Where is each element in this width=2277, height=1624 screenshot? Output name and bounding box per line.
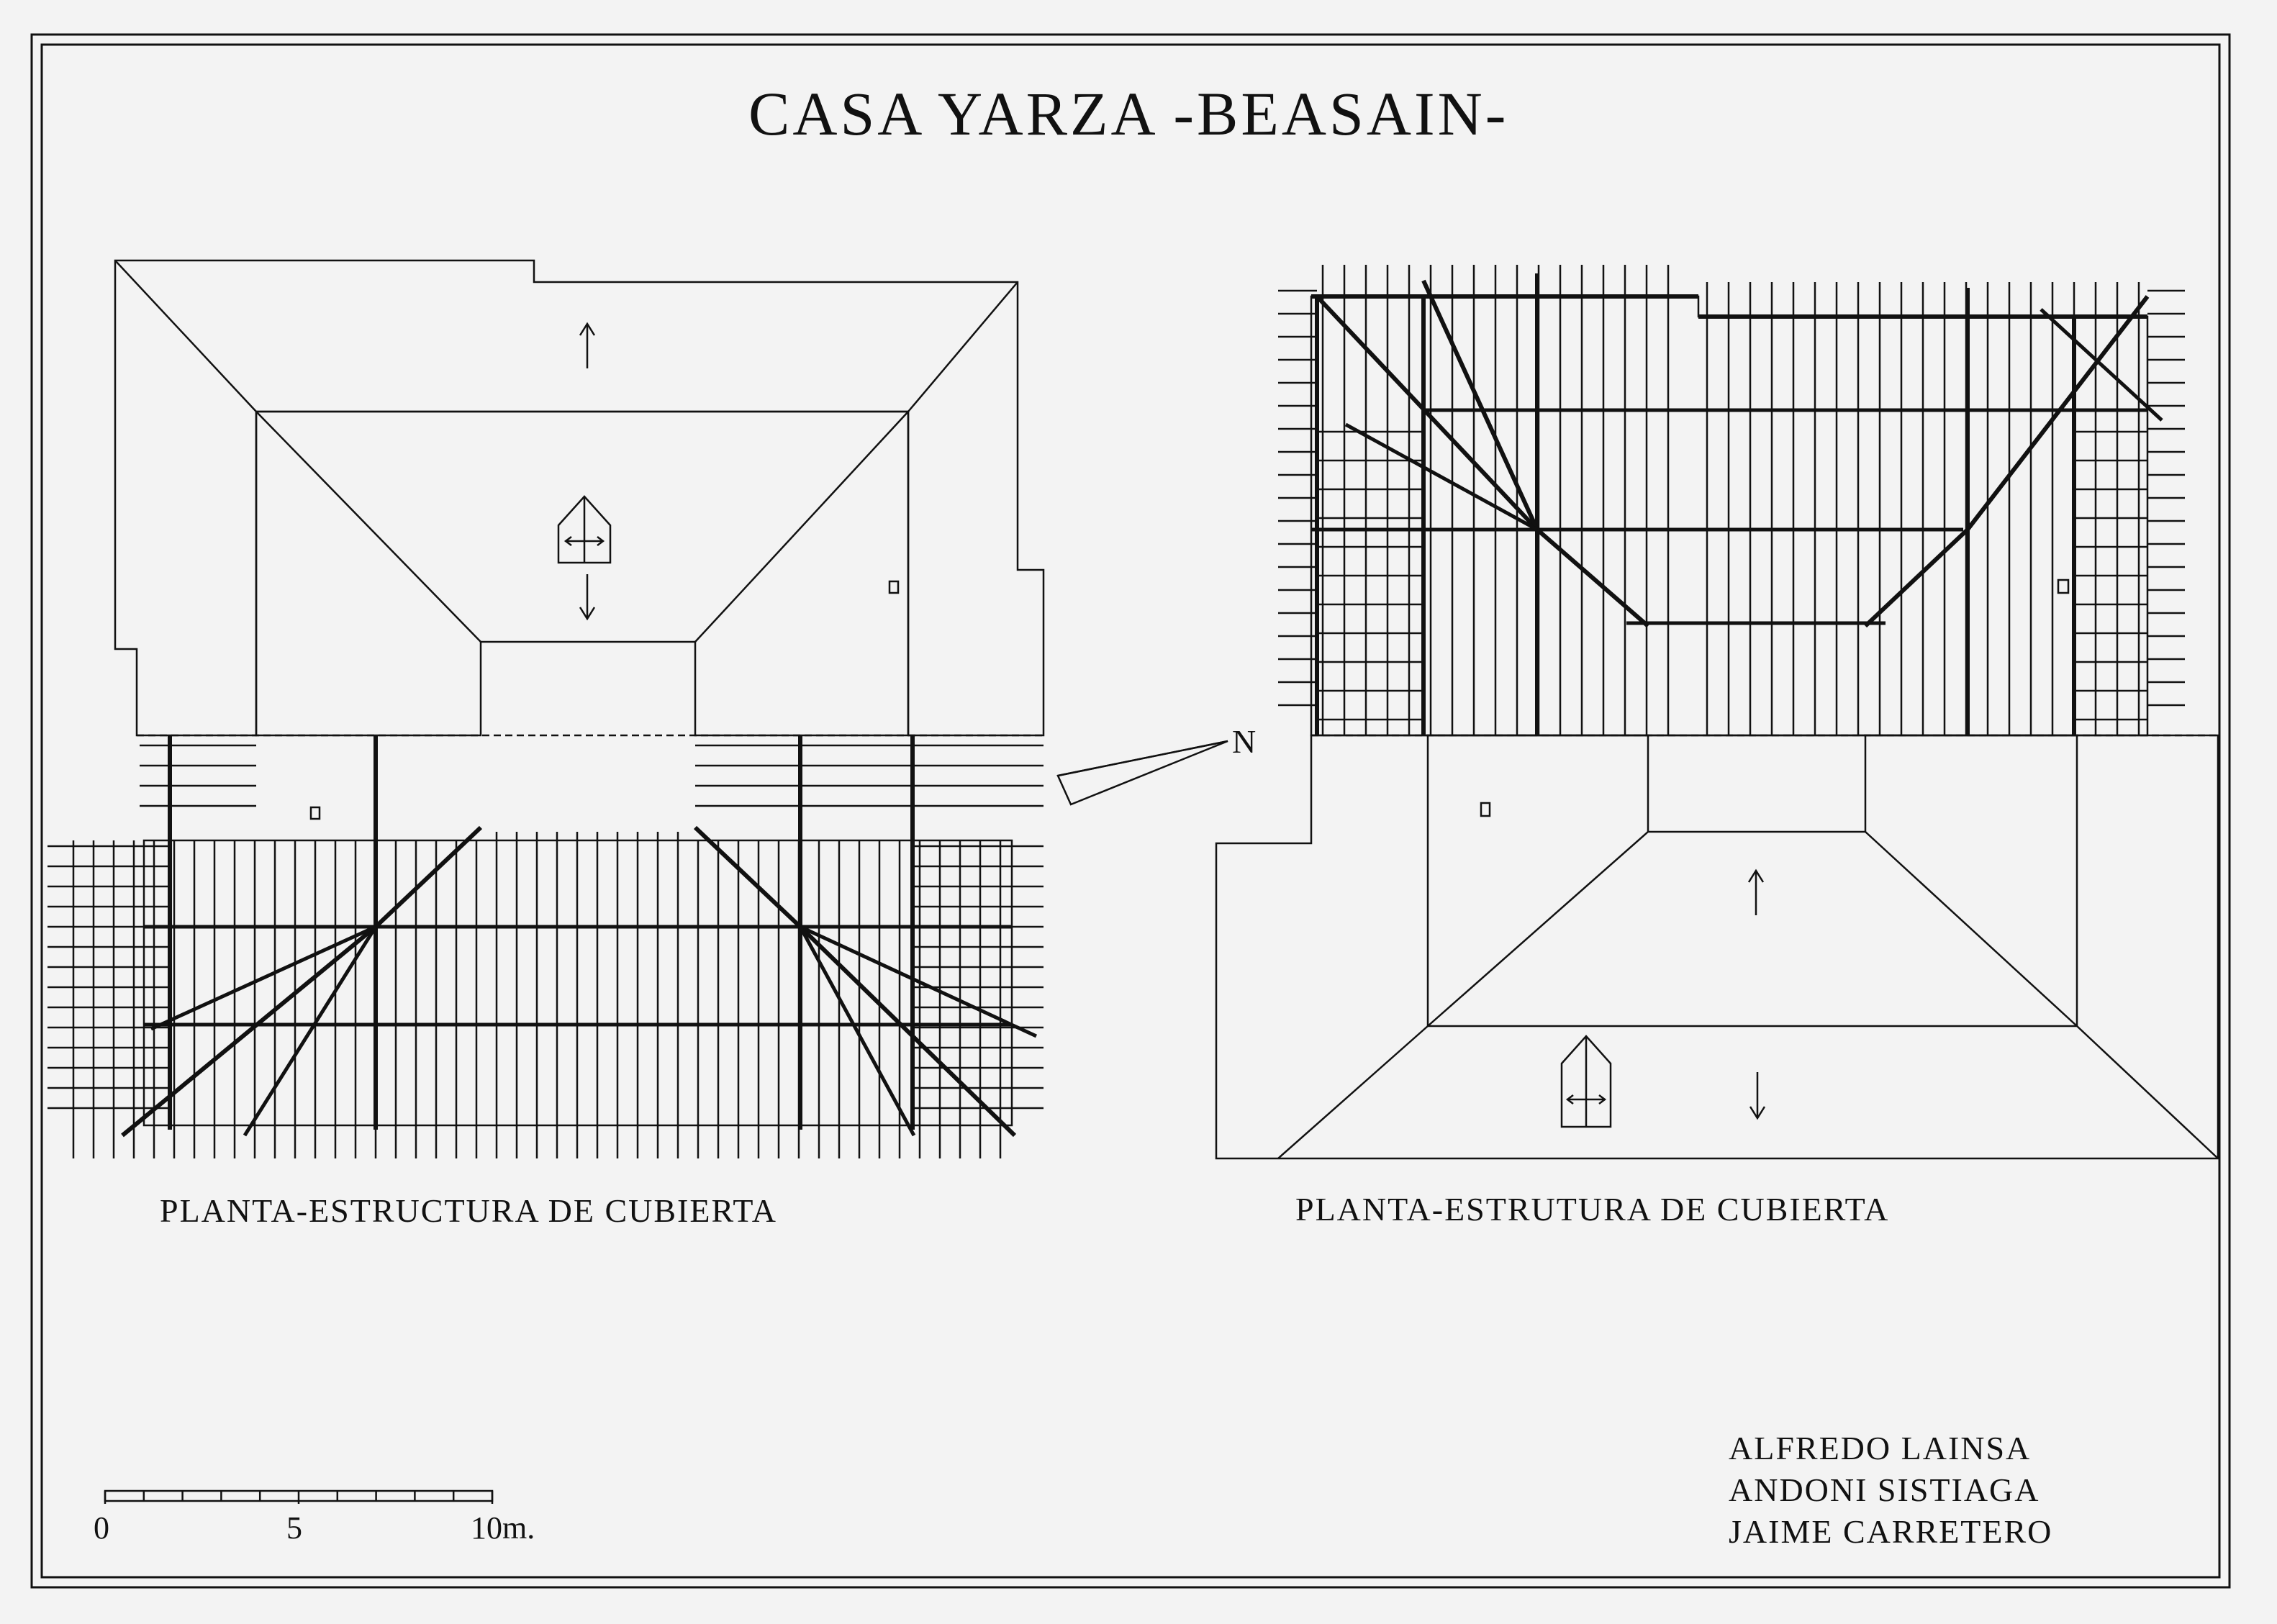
right-hip-rafter [1317,296,1537,530]
inner-border [42,45,2219,1577]
chimney-icon [2058,580,2068,593]
left-hip-line [256,412,481,642]
slope-arrow-icon [580,574,594,619]
scale-bar-ticks [105,1491,492,1504]
left-hip-line [908,282,1018,412]
north-label: N [1232,723,1257,760]
left-hip-rafter [800,927,914,1135]
right-hip-line [1865,832,2077,1026]
right-roof-outline [1216,735,2218,1158]
left-hip-rafter [800,927,1036,1036]
right-hip-line [2077,1026,2218,1158]
chimney-icon [889,581,898,593]
left-roof-outline [115,260,1044,735]
right-hip-rafter [2041,309,2162,420]
slope-arrow-icon [1749,871,1763,915]
slope-arrow-icon [1750,1072,1765,1118]
outer-border [32,35,2230,1587]
left-plan [47,260,1044,1158]
left-hip-rafter [122,927,376,1135]
dormer-icon [558,496,610,563]
author-name: JAIME CARRETERO [1729,1513,2053,1550]
right-hip-rafter [1423,281,1537,530]
chimney-icon [1481,803,1490,816]
chimney-icon [311,807,320,819]
left-structure [47,745,1044,1158]
dormer-icon [1562,1036,1611,1127]
left-hip-rafter [695,827,800,927]
left-hip-rafter [800,927,1015,1135]
left-hip-rafter [151,927,376,1029]
left-hip-line [115,260,256,412]
right-plan [1216,265,2218,1158]
drawing-title: CASA YARZA -BEASAIN- [748,79,1509,148]
scale-label-10: 10m. [471,1510,535,1546]
left-hip-rafter [245,927,376,1135]
right-hip-rafter [1346,425,1537,530]
author-name: ANDONI SISTIAGA [1729,1471,2040,1508]
slope-arrow-icon [580,324,594,368]
right-hip-rafter [1865,530,1968,626]
right-roof-inner [1428,735,2077,1026]
right-hip-line [1428,832,1648,1026]
plan-caption-left: PLANTA-ESTRUCTURA DE CUBIERTA [160,1192,777,1229]
north-arrow-icon [1058,741,1228,804]
right-hip-line [1278,1026,1428,1158]
left-hip-rafter [376,827,481,927]
author-list: ALFREDO LAINSA ANDONI SISTIAGA JAIME CAR… [1729,1428,2052,1553]
scale-bar [105,1491,492,1504]
right-hip-rafter [1537,530,1648,626]
left-hip-line [695,412,908,642]
plan-caption-right: PLANTA-ESTRUTURA DE CUBIERTA [1295,1191,1890,1228]
scale-label-5: 5 [286,1510,302,1546]
scale-label-0: 0 [94,1510,109,1546]
right-hip-rafter [1968,296,2147,530]
right-structure [1278,265,2185,735]
left-roof-inner [256,412,908,735]
author-name: ALFREDO LAINSA [1729,1430,2032,1466]
